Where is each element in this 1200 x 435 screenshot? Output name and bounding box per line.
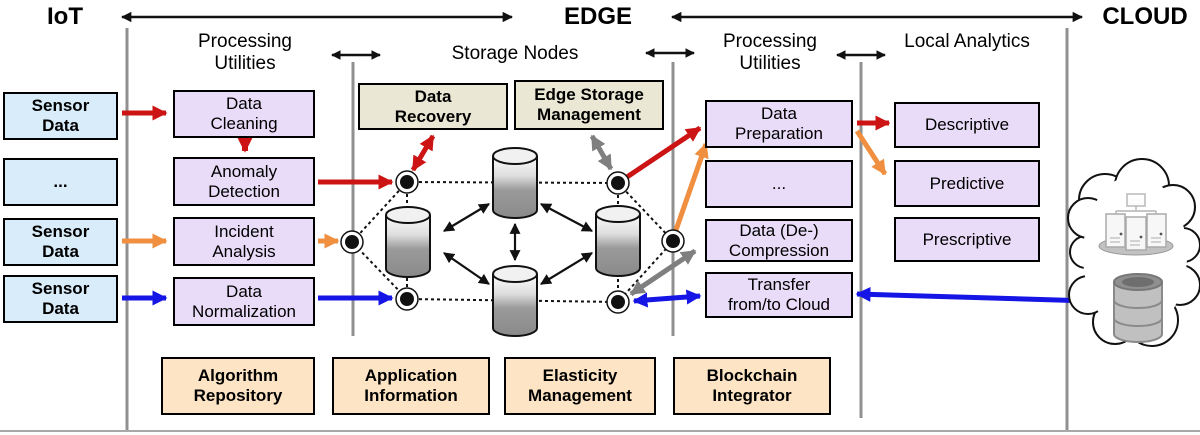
red-flow-arrows [122, 105, 891, 190]
region-label-edge: EDGE [563, 3, 632, 30]
descriptive-box: Descriptive [894, 102, 1040, 148]
predictive-box: Predictive [894, 160, 1040, 207]
edge-storage-management-box: Edge Storage Management [514, 80, 664, 130]
incident-analysis-box: Incident Analysis [173, 217, 315, 266]
header-processing-utilities-left: Processing Utilities [198, 31, 292, 74]
replication-arrows [443, 203, 593, 285]
transfer-cloud-box: Transfer from/to Cloud [705, 272, 853, 318]
server-cluster-icon [1098, 193, 1174, 256]
region-label-iot: IoT [47, 3, 83, 30]
header-local-analytics: Local Analytics [904, 31, 1030, 52]
blockchain-integrator-box: Blockchain Integrator [673, 357, 831, 415]
application-information-box: Application Information [332, 357, 490, 415]
data-compression-box: Data (De-) Compression [705, 219, 853, 262]
sensor-data-box-3: Sensor Data [3, 275, 118, 323]
anomaly-detection-box: Anomaly Detection [173, 157, 315, 206]
region-label-cloud: CLOUD [1102, 3, 1188, 30]
header-processing-utilities-right: Processing Utilities [723, 31, 817, 74]
sensor-data-box-2: Sensor Data [3, 218, 118, 266]
storage-node-cylinder-icons [385, 147, 641, 337]
data-cleaning-box: Data Cleaning [173, 90, 315, 138]
orange-flow-arrows [122, 129, 888, 249]
algorithm-repository-box: Algorithm Repository [161, 357, 315, 415]
data-normalization-box: Data Normalization [173, 277, 315, 326]
header-storage-nodes: Storage Nodes [451, 43, 579, 64]
processing-ellipsis-box: ... [705, 160, 853, 208]
sensor-ellipsis-box: ... [3, 158, 118, 206]
gray-flow-arrows [589, 134, 697, 297]
database-stack-icon [1113, 273, 1163, 343]
blue-flow-arrows [122, 286, 1092, 309]
data-recovery-box: Data Recovery [358, 83, 508, 130]
sensor-data-box-1: Sensor Data [3, 92, 118, 140]
section-link-arrows [331, 48, 886, 60]
elasticity-management-box: Elasticity Management [504, 357, 656, 415]
prescriptive-box: Prescriptive [894, 217, 1040, 262]
data-preparation-box: Data Preparation [705, 100, 853, 148]
network-junction-dots [340, 170, 685, 314]
